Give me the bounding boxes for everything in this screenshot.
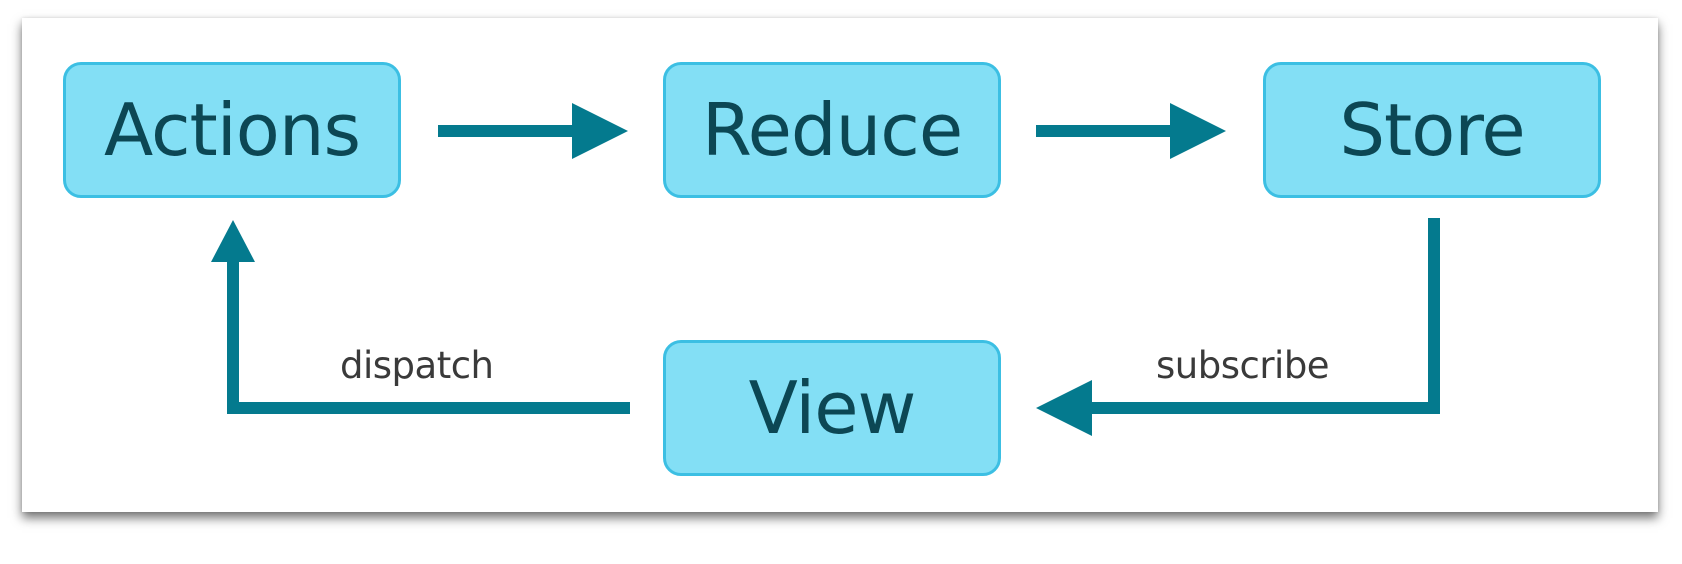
node-store-label: Store — [1339, 88, 1525, 172]
arrow-reduce-to-store — [1036, 103, 1226, 159]
arrow-view-to-actions — [211, 220, 630, 414]
arrow-actions-to-reduce — [438, 103, 628, 159]
node-view-label: View — [748, 366, 917, 450]
node-view: View — [663, 340, 1001, 476]
edge-label-dispatch: dispatch — [340, 344, 494, 387]
arrow-store-to-view — [1036, 218, 1440, 436]
node-actions-label: Actions — [103, 88, 361, 172]
node-actions: Actions — [63, 62, 401, 198]
node-reduce: Reduce — [663, 62, 1001, 198]
edge-label-subscribe: subscribe — [1156, 344, 1330, 387]
node-store: Store — [1263, 62, 1601, 198]
node-reduce-label: Reduce — [701, 88, 963, 172]
